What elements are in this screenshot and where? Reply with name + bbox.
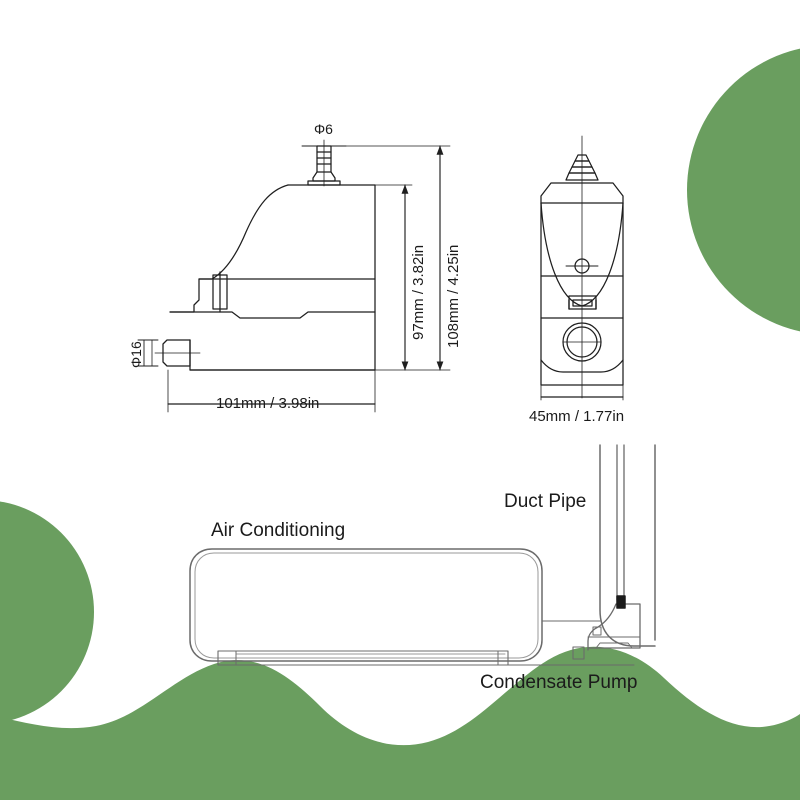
pump-outlet-connector <box>616 595 626 609</box>
dimension-depth <box>167 369 376 413</box>
condensate-pump-inlet-block <box>572 646 585 660</box>
installation-illustration <box>189 444 656 666</box>
front-view-outlet-barb <box>565 135 599 399</box>
air-conditioner-inner-outline <box>194 552 539 659</box>
dimension-inlet-diameter <box>137 339 159 367</box>
bottom-wave <box>0 646 800 800</box>
condensate-pump-port <box>592 626 602 636</box>
condensate-pump-body <box>587 603 641 651</box>
air-conditioner-body <box>189 548 543 662</box>
side-view-body-outline <box>169 184 376 371</box>
side-view-inlet-spigot <box>151 339 201 367</box>
dimension-total-height <box>339 145 451 371</box>
dimension-front-width <box>540 384 624 401</box>
side-view-outlet-barb <box>301 139 347 187</box>
duct-pipe-outer <box>599 444 656 647</box>
side-view-bracket-detail <box>212 271 228 313</box>
left-circle <box>0 501 94 723</box>
top-right-circle <box>687 48 800 332</box>
condensate-pump-foot <box>595 642 633 649</box>
front-view-detail-features <box>562 258 602 362</box>
dimension-body-height <box>374 184 451 371</box>
